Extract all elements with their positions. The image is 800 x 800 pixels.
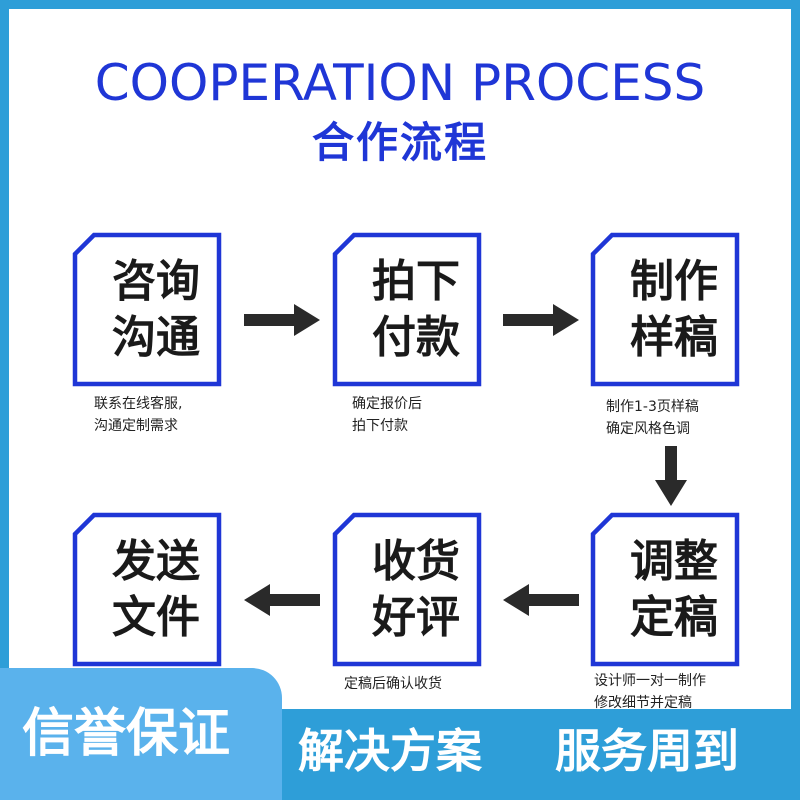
- arrow-down-icon: [655, 446, 687, 506]
- card-frame-icon: [590, 512, 740, 667]
- card-frame-icon: [590, 232, 740, 387]
- step-sample-desc: 制作1-3页样稿确定风格色调: [606, 399, 699, 437]
- step-consult-desc: 联系在线客服,沟通定制需求: [94, 396, 183, 434]
- arrow-left-icon: [503, 584, 579, 616]
- content-panel: [9, 9, 791, 709]
- card-frame-icon: [332, 232, 482, 387]
- step-pay: 拍下付款: [332, 232, 482, 387]
- badge-text: 信誉保证: [22, 704, 231, 764]
- step-receive-desc: 定稿后确认收货: [344, 676, 442, 692]
- step-label: 制作样稿: [630, 256, 718, 363]
- step-label: 收货好评: [372, 536, 460, 643]
- step-adjust-desc: 设计师一对一制作修改细节并定稿: [594, 673, 706, 711]
- step-label: 咨询沟通: [112, 256, 200, 363]
- title-chinese: 合作流程: [311, 118, 488, 167]
- slogan-service: 服务周到: [555, 724, 739, 778]
- step-sample: 制作样稿: [590, 232, 740, 387]
- step-label: 调整定稿: [630, 536, 718, 643]
- arrow-left-icon: [244, 584, 320, 616]
- step-send-file: 发送文件: [72, 512, 222, 667]
- slogan-solution: 解决方案: [298, 724, 482, 778]
- step-pay-desc: 确定报价后拍下付款: [352, 396, 422, 434]
- card-frame-icon: [332, 512, 482, 667]
- guarantee-badge: [0, 668, 282, 800]
- step-label: 拍下付款: [372, 256, 460, 363]
- arrow-right-icon: [244, 304, 320, 336]
- step-adjust: 调整定稿: [590, 512, 740, 667]
- card-frame-icon: [72, 232, 222, 387]
- step-receive: 收货好评: [332, 512, 482, 667]
- title-english: COOPERATION PROCESS: [94, 54, 706, 112]
- arrow-right-icon: [503, 304, 579, 336]
- card-frame-icon: [72, 512, 222, 667]
- step-label: 发送文件: [112, 536, 200, 643]
- step-consult: 咨询沟通: [72, 232, 222, 387]
